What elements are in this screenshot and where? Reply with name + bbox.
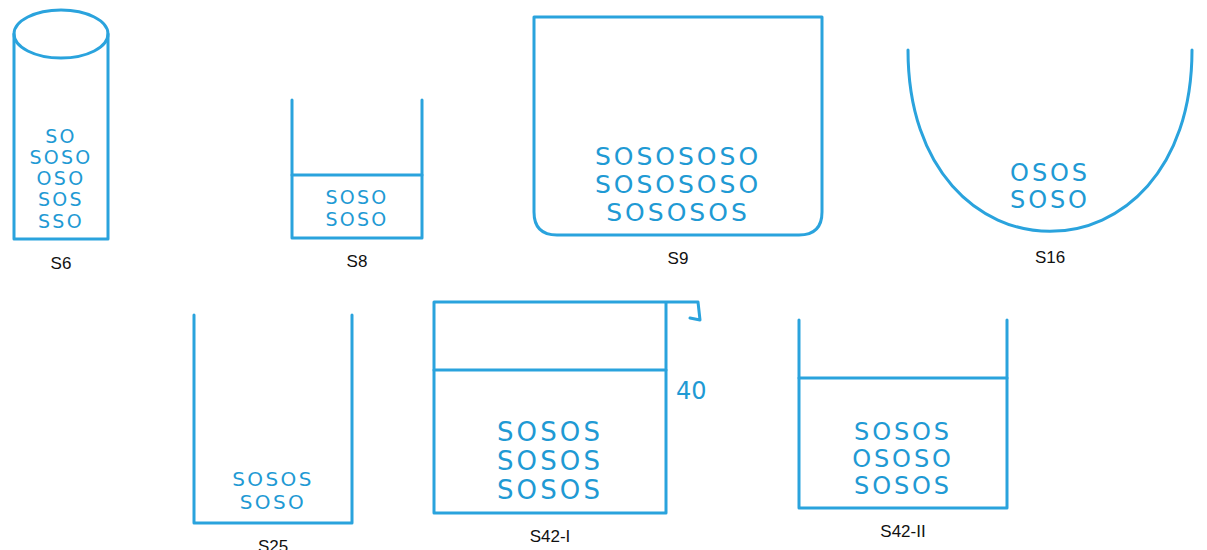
sample-label: S42-II <box>880 522 925 542</box>
sample-label-holder: S42-II <box>777 522 1029 542</box>
sample-label: S6 <box>51 254 72 274</box>
container-drawing: S9SOSOSOSO SOSOSOSO SOSOSOS <box>532 15 824 237</box>
particle-letters: SOSO SOSO <box>325 187 388 230</box>
sample-label-holder: S25 <box>172 537 374 550</box>
sample-label: S8 <box>347 252 368 272</box>
container-drawing: S25SOSOS SOSO <box>192 315 354 525</box>
particle-letters: SO SOSO OSO SOS SSO <box>29 126 92 232</box>
sample-label-holder: S8 <box>270 252 444 272</box>
sample-label-holder: S6 <box>0 254 130 274</box>
container-drawing: S6SO SOSO OSO SOS SSO <box>12 8 110 242</box>
container-drawing: S16OSOS SOSO <box>906 50 1194 236</box>
sample-label: S42-I <box>530 527 571 547</box>
sample-label-holder: S42-I <box>412 527 688 547</box>
container-drawing: S42-IISOSOS OSOSO SOSOS <box>797 320 1009 510</box>
sample-label-holder: S16 <box>886 248 1207 268</box>
container-drawing: S8SOSO SOSO <box>290 100 424 240</box>
particle-group: OSOS SOSO <box>906 160 1194 214</box>
sample-label: S16 <box>1035 248 1065 268</box>
particle-group: SOSOS SOSOS SOSOS <box>432 418 668 505</box>
particle-group: SO SOSO OSO SOS SSO <box>12 126 110 232</box>
container-drawing: S42-ISOSOS SOSOS SOSOS <box>432 300 668 515</box>
particle-group: SOSO SOSO <box>290 187 424 230</box>
particle-letters: SOSOS SOSOS SOSOS <box>497 418 603 505</box>
sample-label: S9 <box>668 249 689 269</box>
particle-letters: SOSOS OSOSO SOSOS <box>852 419 954 500</box>
sample-label: S25 <box>258 537 288 550</box>
particle-group: SOSOSOSO SOSOSOSO SOSOSOS <box>532 143 824 227</box>
sample-label-holder: S9 <box>512 249 844 269</box>
particle-letters: SOSOS SOSO <box>232 468 314 513</box>
particle-group: SOSOS OSOSO SOSOS <box>797 419 1009 500</box>
handwritten-number: 40 <box>676 378 707 404</box>
particle-group: SOSOS SOSO <box>192 468 354 513</box>
particle-letters: SOSOSOSO SOSOSOSO SOSOSOS <box>595 143 761 227</box>
particle-letters: OSOS SOSO <box>1010 160 1090 214</box>
